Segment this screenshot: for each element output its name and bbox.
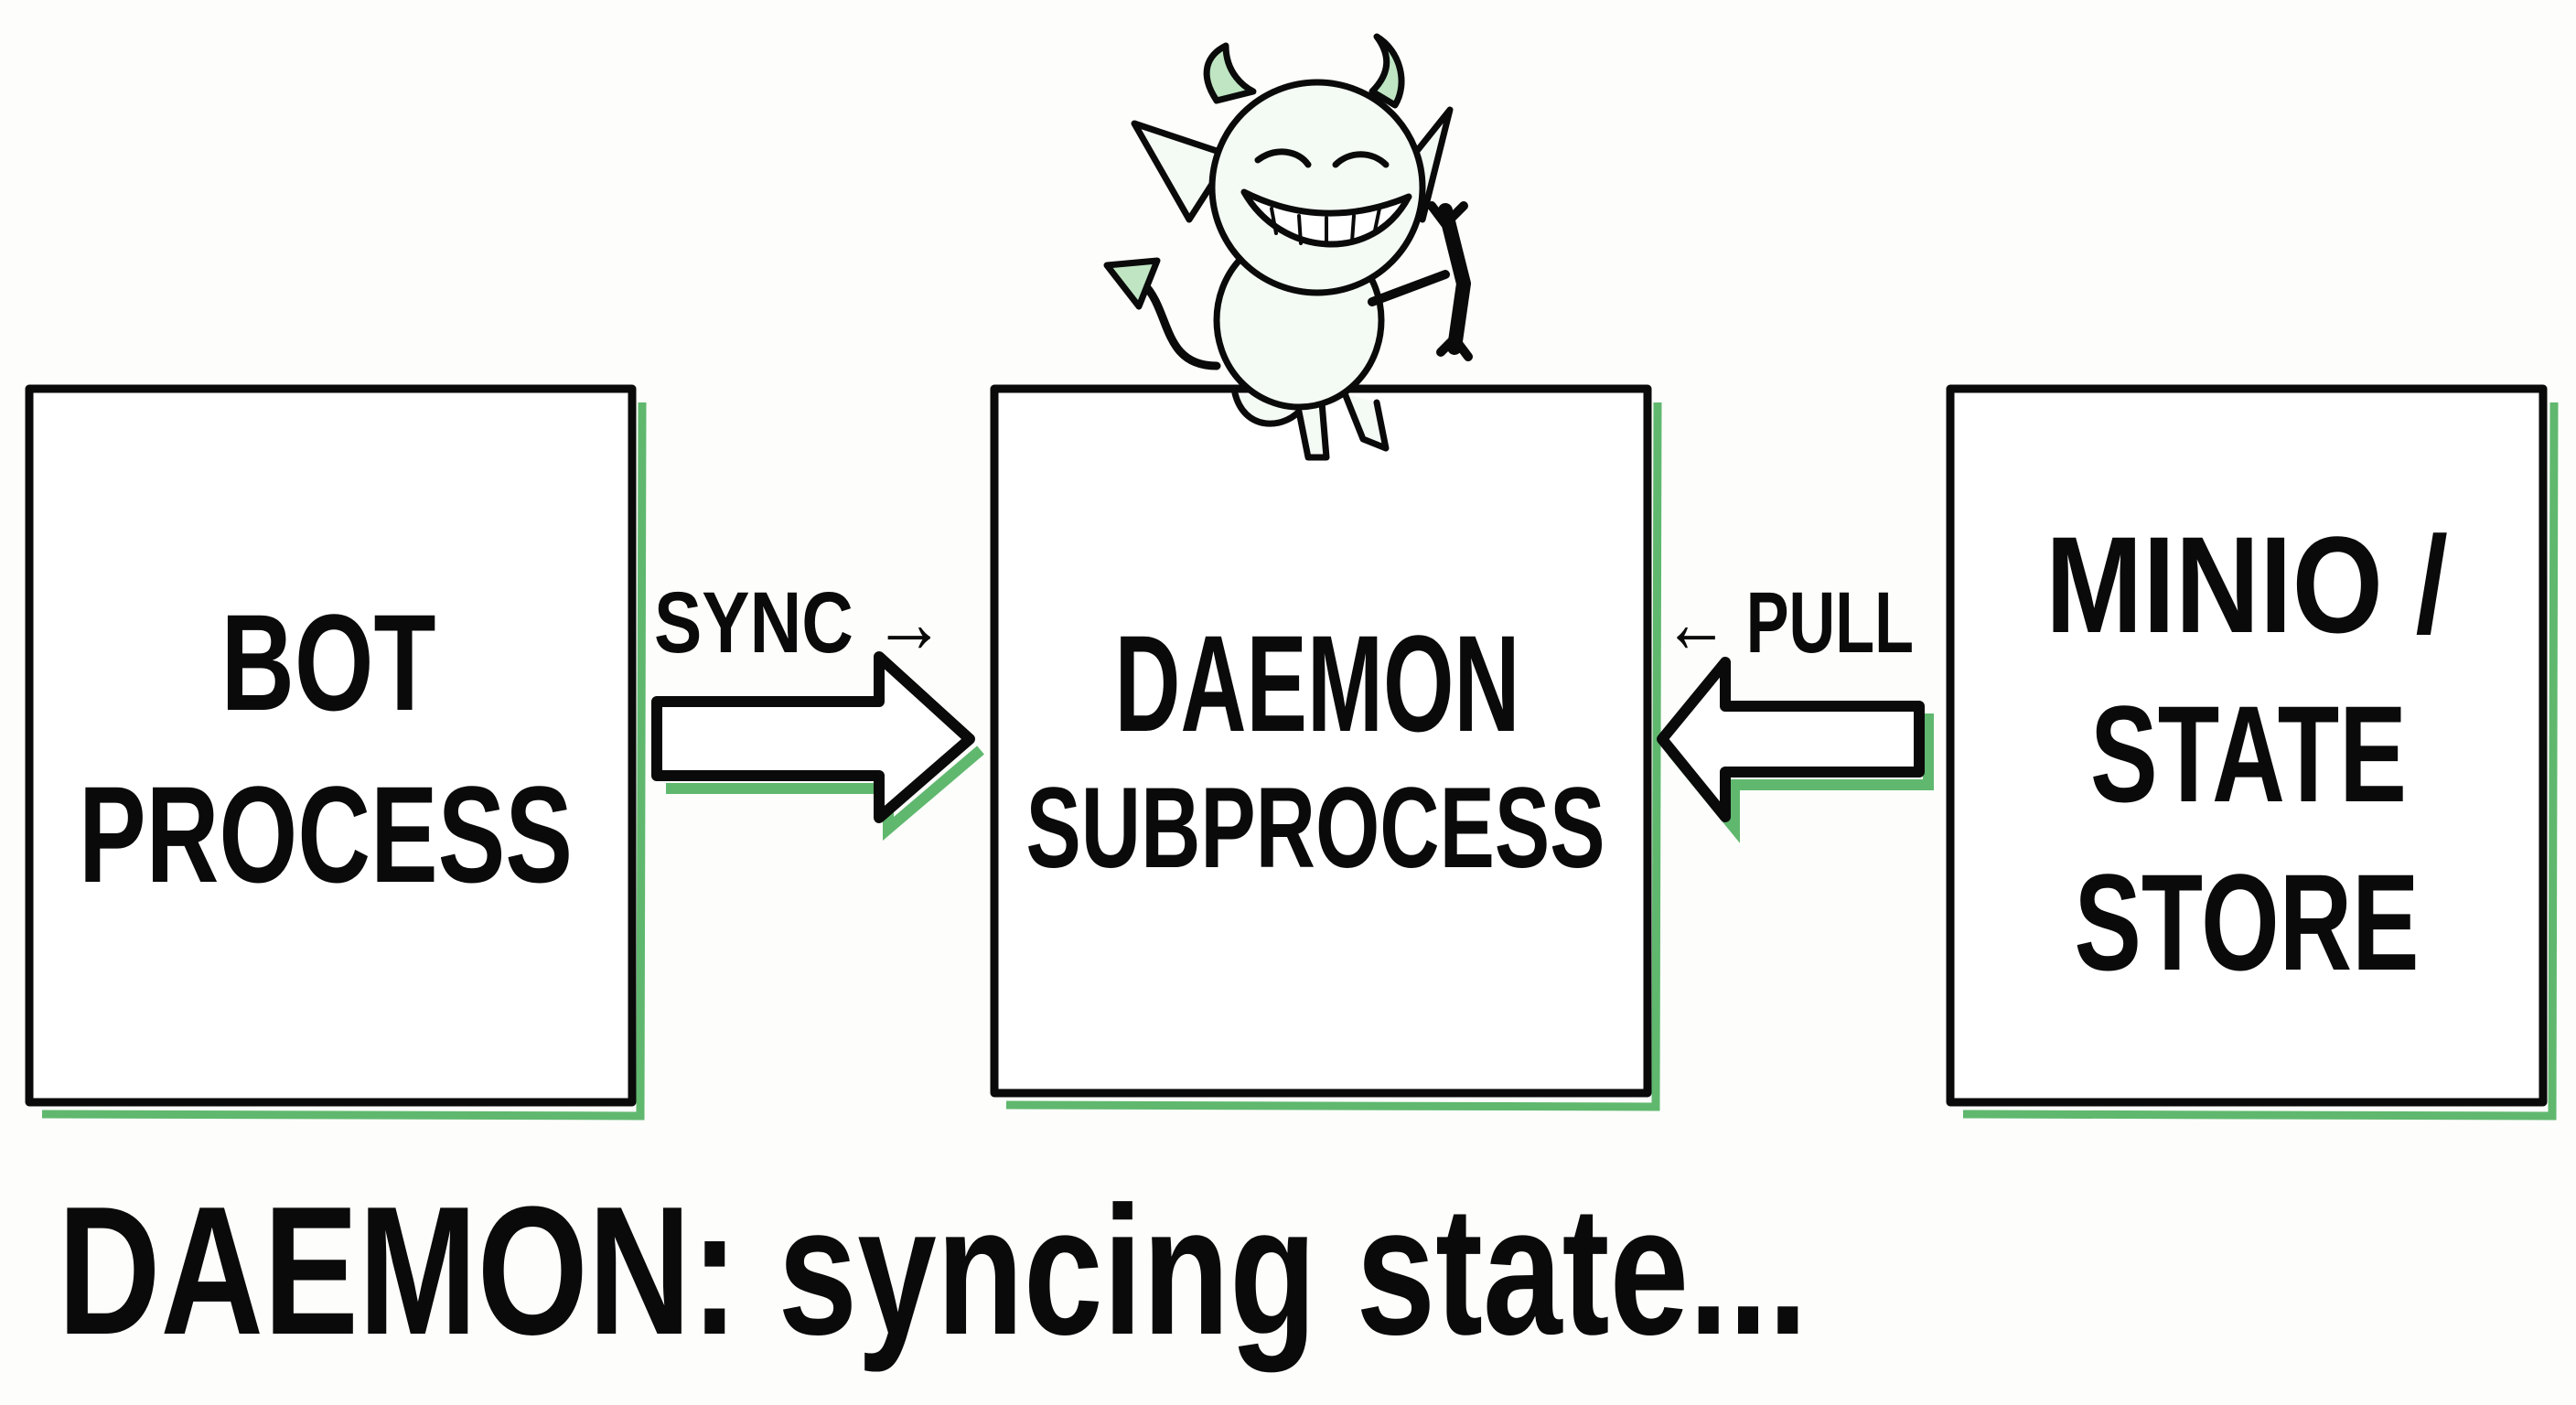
- store-label-2: STATE: [2090, 677, 2407, 831]
- pull-label: ← PULL: [1664, 574, 1914, 671]
- state-store-box: MINIO / STATE STORE: [1946, 384, 2559, 1121]
- devil-mascot-icon: [1103, 33, 1473, 461]
- store-label-3: STORE: [2075, 845, 2420, 999]
- pull-arrow: ← PULL: [1657, 574, 1934, 843]
- sync-arrow: SYNC →: [651, 574, 984, 841]
- store-label-1: MINIO /: [2045, 508, 2448, 661]
- bot-process-label-1: BOT: [221, 585, 436, 739]
- bot-process-label-2: PROCESS: [79, 757, 573, 911]
- bot-process-box: BOT PROCESS: [25, 384, 647, 1121]
- sync-label: SYNC →: [654, 574, 945, 671]
- status-text: DAEMON: syncing state...: [58, 1169, 1808, 1373]
- daemon-label-1: DAEMON: [1115, 606, 1520, 760]
- daemon-subprocess-box: DAEMON SUBPROCESS: [990, 384, 1662, 1111]
- daemon-label-2: SUBPROCESS: [1026, 765, 1605, 892]
